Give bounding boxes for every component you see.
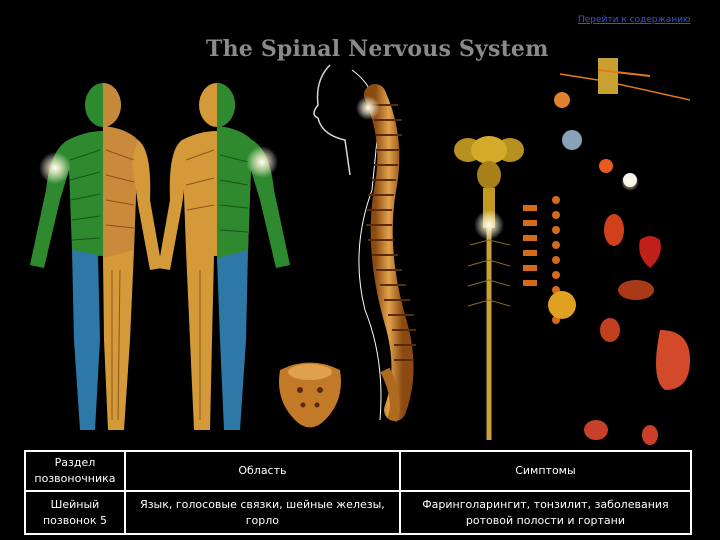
table-header-row: Раздел позвоночника Область Симптомы — [25, 451, 691, 491]
spinal-cord-cross-section — [560, 58, 690, 100]
header-area: Область — [125, 451, 400, 491]
left-body-figure — [30, 83, 162, 430]
cell-spine-section: Шейный позвонок 5 — [25, 491, 125, 534]
spinal-info-table: Раздел позвоночника Область Симптомы Шей… — [24, 450, 692, 535]
cell-area: Язык, голосовые связки, шейные железы, г… — [125, 491, 400, 534]
header-symptoms: Симптомы — [400, 451, 691, 491]
right-body-figure — [158, 83, 290, 430]
cell-symptoms: Фаринголарингит, тонзилит, заболевания р… — [400, 491, 691, 534]
spinal-nervous-system-poster — [0, 0, 720, 450]
table-row: Шейный позвонок 5 Язык, голосовые связки… — [25, 491, 691, 534]
organs-illustration — [548, 92, 690, 445]
brain-spinal-cord-illustration — [454, 136, 524, 440]
header-spine-section: Раздел позвоночника — [25, 451, 125, 491]
sacrum-illustration — [279, 363, 341, 428]
poster-title: The Spinal Nervous System — [206, 36, 549, 62]
